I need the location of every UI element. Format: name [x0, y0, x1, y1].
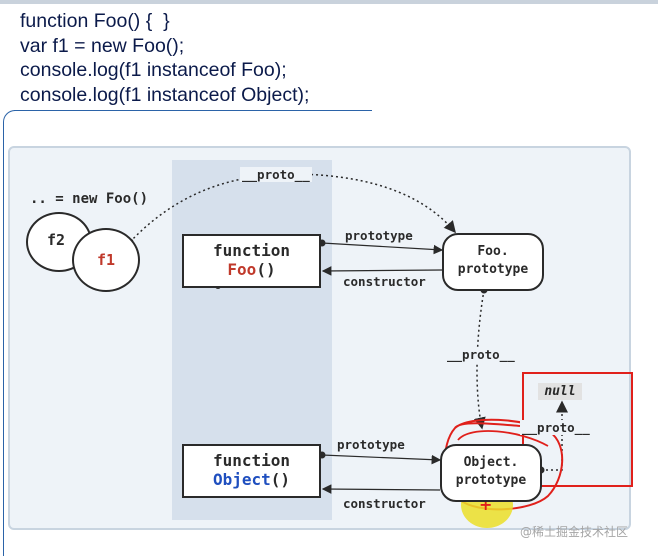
- object-prototype-line1: Object.: [463, 455, 519, 470]
- f1-node: f1: [72, 228, 140, 292]
- object-prototype-label: prototype: [337, 437, 405, 452]
- object-function-name: Object: [212, 470, 271, 489]
- proto-mid-label: __proto__: [445, 347, 517, 362]
- object-function-box: function Object(): [182, 444, 321, 498]
- foo-prototype-line1: Foo.: [477, 244, 509, 259]
- foo-function-keyword: function: [212, 241, 291, 260]
- object-prototype-node: Object. prototype: [440, 444, 542, 502]
- code-snippet: function Foo() { } var f1 = new Foo(); c…: [20, 9, 309, 107]
- foo-function-parens: (): [256, 260, 276, 279]
- code-line-1: function Foo() { }: [20, 10, 170, 32]
- foo-prototype-label: prototype: [345, 228, 413, 243]
- top-divider: [0, 0, 658, 4]
- f2-label: f2: [46, 231, 66, 249]
- code-underline: [14, 110, 372, 111]
- foo-constructor-arrow: [321, 266, 443, 276]
- object-function-parens: (): [270, 470, 291, 489]
- foo-prototype-node: Foo. prototype: [442, 233, 544, 291]
- object-constructor-arrow: [321, 484, 441, 494]
- object-function-keyword: function: [212, 451, 291, 470]
- new-foo-label: .. = new Foo(): [30, 191, 149, 207]
- foo-constructor-label: constructor: [343, 274, 426, 289]
- watermark: @稀土掘金技术社区: [520, 525, 629, 539]
- code-line-3: console.log(f1 instanceof Foo);: [20, 59, 287, 81]
- f1-label: f1: [96, 251, 116, 269]
- foo-prototype-proto-arrow: [473, 289, 486, 430]
- object-prototype-arrow: [321, 454, 442, 465]
- null-node: null: [538, 383, 582, 400]
- foo-function-box: function Foo(): [182, 234, 321, 288]
- code-line-4: console.log(f1 instanceof Object);: [20, 83, 310, 106]
- object-prototype-line2: prototype: [455, 473, 527, 488]
- proto-top-label: __proto__: [240, 167, 312, 182]
- proto-null-label: __proto__: [520, 420, 592, 435]
- left-bracket-line: [3, 110, 16, 556]
- foo-function-name: Foo: [227, 260, 257, 279]
- foo-prototype-arrow: [321, 242, 444, 255]
- foo-prototype-line2: prototype: [457, 262, 529, 277]
- code-line-2: var f1 = new Foo();: [20, 34, 185, 57]
- object-constructor-label: constructor: [343, 496, 426, 511]
- object-prototype-null-arrow: [541, 400, 568, 471]
